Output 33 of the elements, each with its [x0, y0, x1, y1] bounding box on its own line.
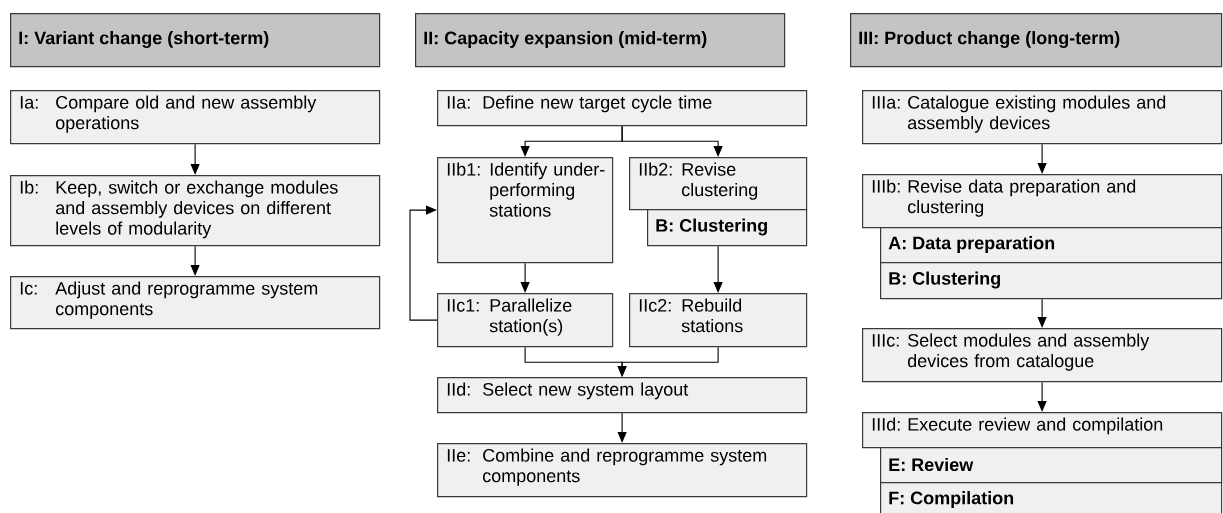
step-box: IId: Select new system layout	[437, 377, 808, 414]
header-box: II: Capacity expansion (mid-term)	[415, 13, 786, 68]
sub-step-box: B: Clustering	[647, 209, 808, 247]
sub-step-box: B: Clustering	[880, 262, 1223, 300]
step-box: IIe: Combine and reprogramme system components	[437, 443, 808, 498]
step-box: IIa: Define new target cycle time	[437, 90, 808, 127]
header-box: I: Variant change (short-term)	[10, 13, 381, 68]
arrow	[1037, 381, 1047, 412]
arrow	[713, 245, 723, 293]
sub-step-box: E: Review	[880, 447, 1223, 484]
step-box: IIId: Execute review and compilation	[862, 412, 1223, 449]
step-box: Ib: Keep, switch or exchange modules and assembly devices on different levels of modularity	[10, 175, 381, 247]
arrow	[409, 205, 438, 321]
arrow	[520, 262, 530, 293]
header-box: III: Product change (long-term)	[850, 13, 1223, 68]
arrow	[190, 143, 200, 175]
arrow	[617, 412, 627, 443]
step-box: IIIc: Select modules and assembly devices from catalogue	[862, 328, 1223, 383]
sub-step-box: A: Data preparation	[880, 227, 1223, 264]
step-box: IIb2: Revise clustering	[629, 157, 808, 211]
step-box: Ia: Compare old and new assembly operations	[10, 90, 381, 145]
arrow	[617, 346, 719, 377]
arrow	[621, 125, 723, 157]
step-box: IIc2: Rebuild stations	[629, 293, 808, 348]
arrow	[190, 245, 200, 276]
step-box: Ic: Adjust and reprogramme system components	[10, 276, 381, 330]
arrow	[1037, 143, 1047, 174]
step-box: IIIa: Catalogue existing modules and assembly devices	[862, 90, 1223, 145]
arrow	[1037, 298, 1047, 328]
step-box: IIb1: Identify under-performing stations	[437, 157, 614, 264]
sub-step-box: F: Compilation	[880, 482, 1223, 513]
step-box: IIc1: Parallelize station(s)	[437, 293, 614, 348]
step-box: IIIb: Revise data preparation and clustering	[862, 174, 1223, 229]
